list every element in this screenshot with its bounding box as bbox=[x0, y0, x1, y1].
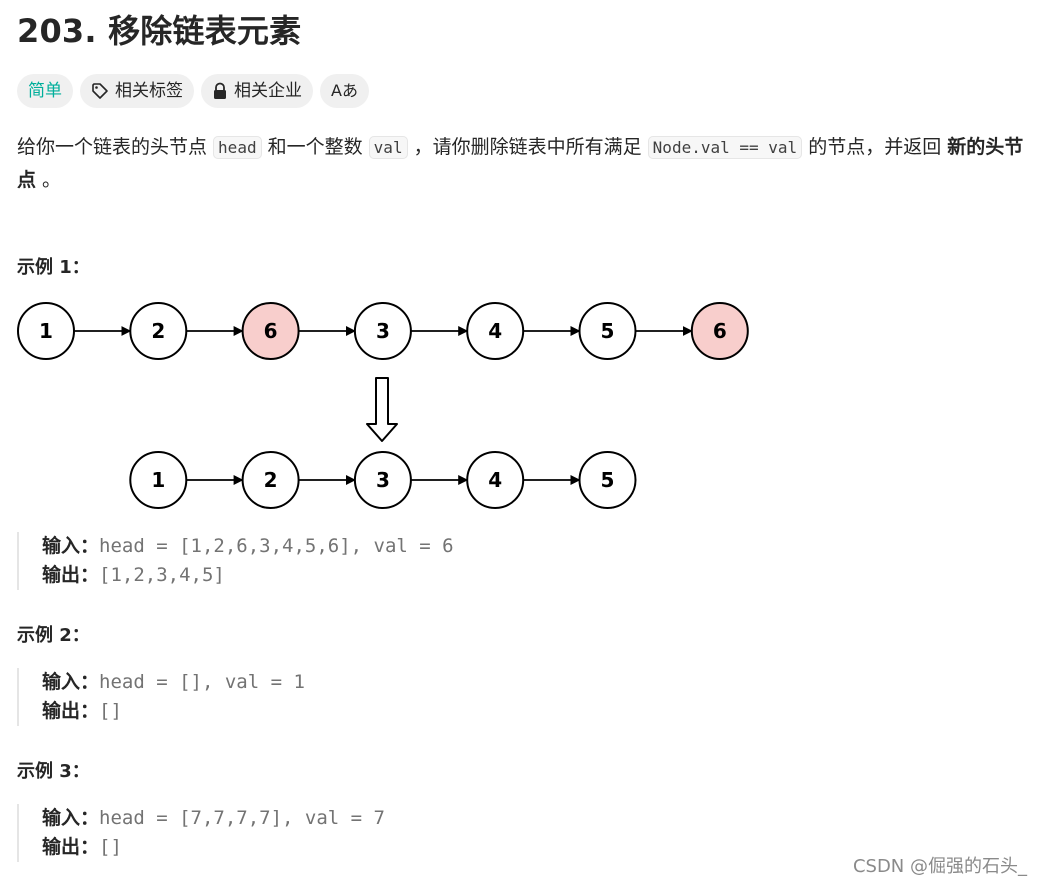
original-list-node-value: 6 bbox=[713, 319, 727, 343]
original-list-node-value: 2 bbox=[151, 319, 165, 343]
original-list-node bbox=[129, 302, 188, 360]
example-2-block: 输入：head = [], val = 1 输出：[] bbox=[17, 668, 305, 726]
example-2-title: 示例 2： bbox=[17, 625, 90, 646]
result-list-node bbox=[578, 451, 637, 509]
original-list-node-value: 1 bbox=[39, 319, 53, 343]
original-list: 1 2 6 3 4 5 6 bbox=[17, 302, 749, 360]
output-label: 输出： bbox=[42, 564, 100, 586]
code-head: head bbox=[213, 136, 262, 159]
original-list-node bbox=[690, 302, 749, 360]
code-val: val bbox=[368, 136, 408, 159]
transform-arrow bbox=[366, 377, 398, 442]
input-label: 输入： bbox=[42, 535, 100, 557]
example-3-title: 示例 3： bbox=[17, 761, 90, 782]
problem-title: 203. 移除链表元素 bbox=[17, 12, 302, 50]
example-3-output: [] bbox=[99, 836, 122, 858]
output-label: 输出： bbox=[42, 700, 100, 722]
original-list-node bbox=[578, 302, 637, 360]
original-list-node bbox=[241, 302, 300, 360]
companies-tag-label: 相关企业 bbox=[234, 81, 302, 101]
example-1-output: [1,2,3,4,5] bbox=[99, 564, 225, 586]
original-list-node bbox=[17, 302, 75, 360]
code-condition: Node.val == val bbox=[647, 136, 803, 159]
result-list-node-value: 4 bbox=[488, 468, 502, 492]
original-list-node-value: 6 bbox=[264, 319, 278, 343]
watermark: CSDN @倔强的石头_ bbox=[852, 856, 1027, 877]
input-label: 输入： bbox=[42, 671, 100, 693]
result-list: 1 2 3 4 5 bbox=[129, 451, 637, 509]
input-label: 输入： bbox=[42, 807, 100, 829]
example-3-input: head = [7,7,7,7], val = 7 bbox=[99, 807, 385, 829]
original-list-node bbox=[466, 302, 525, 360]
original-list-node-value: 5 bbox=[601, 319, 615, 343]
topics-tag-button[interactable]: 相关标签 bbox=[80, 74, 194, 108]
problem-description: 给你一个链表的头节点 head 和一个整数 val ，请你删除链表中所有满足 N… bbox=[17, 136, 1024, 191]
linked-list-diagram: 1 2 6 3 4 5 6 1 2 3 4 5 bbox=[17, 302, 749, 509]
lock-icon bbox=[214, 82, 226, 99]
translate-icon: Aあ bbox=[331, 81, 358, 100]
difficulty-badge: 简单 bbox=[17, 74, 73, 108]
original-list-node bbox=[353, 302, 412, 360]
result-list-node bbox=[129, 451, 188, 509]
result-list-node-value: 5 bbox=[601, 468, 615, 492]
original-list-node-value: 4 bbox=[488, 319, 502, 343]
result-list-node bbox=[466, 451, 525, 509]
topics-tag-label: 相关标签 bbox=[115, 81, 183, 101]
original-list-node-value: 3 bbox=[376, 319, 390, 343]
tag-bar: 简单 相关标签 相关企业 Aあ bbox=[17, 74, 369, 108]
result-list-node-value: 2 bbox=[264, 468, 278, 492]
result-list-node-value: 3 bbox=[376, 468, 390, 492]
translate-button[interactable]: Aあ bbox=[320, 74, 369, 108]
example-1-title: 示例 1： bbox=[17, 257, 90, 278]
result-list-node bbox=[353, 451, 412, 509]
example-2-output: [] bbox=[99, 700, 122, 722]
example-3-block: 输入：head = [7,7,7,7], val = 7 输出：[] bbox=[17, 804, 385, 862]
bold-new-head: 新的头节点 bbox=[17, 136, 1024, 191]
output-label: 输出： bbox=[42, 836, 100, 858]
result-list-node bbox=[241, 451, 300, 509]
companies-tag-button[interactable]: 相关企业 bbox=[201, 74, 313, 108]
result-list-node-value: 1 bbox=[151, 468, 165, 492]
example-1-input: head = [1,2,6,3,4,5,6], val = 6 bbox=[99, 535, 454, 557]
tag-icon bbox=[92, 83, 108, 99]
example-2-input: head = [], val = 1 bbox=[99, 671, 305, 693]
example-1-block: 输入：head = [1,2,6,3,4,5,6], val = 6 输出：[1… bbox=[17, 532, 454, 590]
